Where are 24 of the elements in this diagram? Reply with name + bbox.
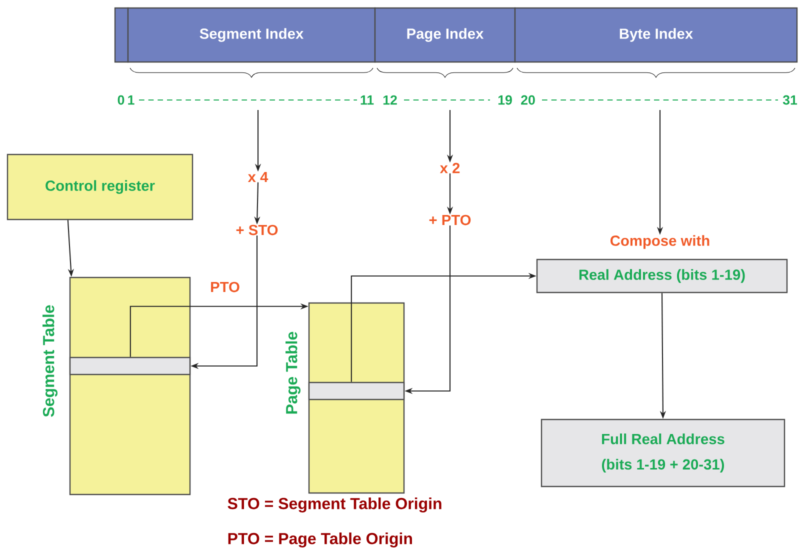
bit-number: 1 (128, 95, 134, 105)
operation-label: + PTO (429, 214, 471, 226)
register-box: Control register (6, 154, 194, 220)
step-label: Compose with (610, 235, 710, 249)
note-text: STO = Segment Table Origin (228, 498, 442, 512)
table-title: Page Table (286, 332, 300, 414)
operation-label: + STO (236, 224, 278, 236)
table-title: Segment Table (42, 305, 58, 417)
address-box: Real Address (bits 1-19) (536, 258, 788, 294)
bit-number: 20 (521, 95, 535, 105)
note-text: PTO = Page Table Origin (228, 532, 412, 548)
table-entry (308, 382, 405, 400)
table-entry (69, 356, 191, 376)
operation-label: x 2 (440, 162, 460, 174)
address-box: Full Real Address (bits 1-19 + 20-31) (540, 418, 786, 488)
edge-label: PTO (211, 282, 240, 292)
address-field: Page Index (374, 7, 516, 63)
bit-number: 19 (498, 95, 512, 105)
bit-number: 11 (360, 95, 374, 105)
bit-number: 31 (782, 95, 798, 105)
operation-label: x 4 (248, 172, 268, 182)
address-field (114, 7, 129, 63)
bit-number: 0 (118, 95, 124, 105)
bit-number: 12 (383, 95, 397, 105)
